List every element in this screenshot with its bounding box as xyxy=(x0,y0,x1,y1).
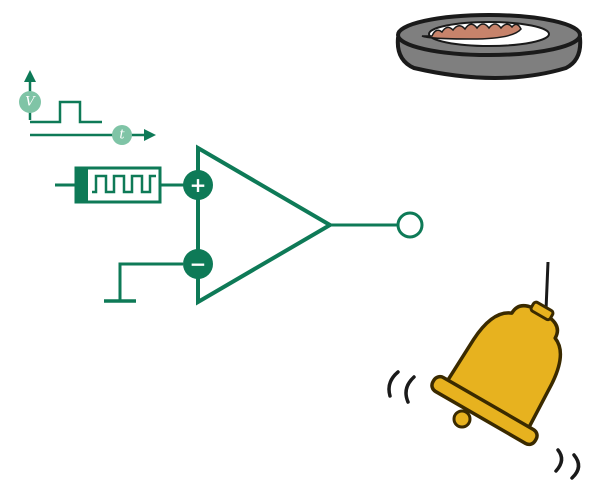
bell-rim xyxy=(430,374,539,447)
v-axis-letter: V xyxy=(25,95,36,110)
t-axis-letter: t xyxy=(119,128,125,143)
food-bowl-icon xyxy=(395,13,583,80)
vibration-mark-icon xyxy=(554,448,564,473)
pulse-waveform xyxy=(30,100,102,124)
ground-connection xyxy=(104,262,183,303)
pulse-generator xyxy=(55,166,186,204)
bell-clapper xyxy=(452,409,472,429)
vibration-mark-icon xyxy=(404,375,416,404)
non-inverting-input: + xyxy=(183,170,213,200)
square-wave-icon xyxy=(92,174,156,194)
plus-sign: + xyxy=(190,173,207,197)
voltage-time-graph xyxy=(24,70,156,141)
op-amp-triangle xyxy=(196,144,334,306)
ringing-bell-icon xyxy=(387,261,581,480)
t-axis-arrow-icon xyxy=(144,129,156,141)
bell-wire xyxy=(544,261,550,311)
bell-knob xyxy=(529,300,555,322)
v-axis-badge: V xyxy=(19,91,41,113)
output-terminal-icon xyxy=(396,211,424,239)
vibration-mark-icon xyxy=(387,370,400,398)
v-axis-arrow-icon xyxy=(24,70,36,82)
pulse-generator-tab xyxy=(76,168,88,202)
minus-sign: − xyxy=(190,252,207,276)
inverting-input: − xyxy=(183,249,213,279)
vibration-mark-icon xyxy=(570,453,581,480)
op-amp: + − xyxy=(183,144,424,306)
t-axis-badge: t xyxy=(112,125,132,145)
